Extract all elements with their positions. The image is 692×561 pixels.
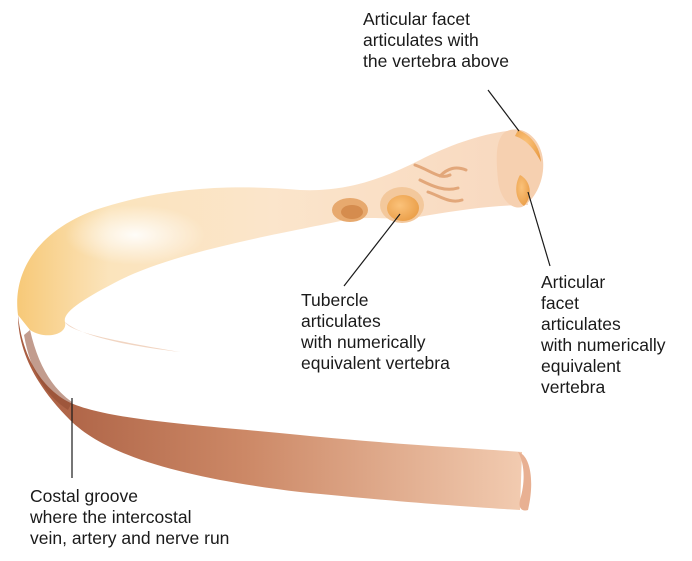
- label-line: facet: [541, 293, 665, 314]
- leader-line-articular-facet-above: [488, 90, 519, 131]
- label-articular-facet-equivalent: Articular facet articulates with numeric…: [541, 272, 665, 398]
- leader-line-articular-facet-equivalent: [528, 192, 550, 266]
- rib-inner-edge: [65, 322, 180, 352]
- label-line: Tubercle: [301, 290, 450, 311]
- label-line: vertebra: [541, 377, 665, 398]
- label-line: Costal groove: [30, 486, 229, 507]
- label-line: Articular facet: [363, 9, 509, 30]
- label-articular-facet-above: Articular facet articulates with the ver…: [363, 9, 509, 72]
- label-tubercle: Tubercle articulates with numerically eq…: [301, 290, 450, 374]
- label-line: articulates with: [363, 30, 509, 51]
- label-costal-groove: Costal groove where the intercostal vein…: [30, 486, 229, 549]
- label-line: with numerically: [301, 332, 450, 353]
- label-line: equivalent: [541, 356, 665, 377]
- label-line: equivalent vertebra: [301, 353, 450, 374]
- rib-bump-shadow: [341, 205, 363, 219]
- tubercle-facet: [387, 195, 419, 221]
- label-line: articulates: [301, 311, 450, 332]
- costal-groove-channel: [24, 330, 72, 410]
- label-line: where the intercostal: [30, 507, 229, 528]
- rib-highlight: [65, 205, 205, 265]
- label-line: vein, artery and nerve run: [30, 528, 229, 549]
- label-line: with numerically: [541, 335, 665, 356]
- label-line: Articular: [541, 272, 665, 293]
- label-line: articulates: [541, 314, 665, 335]
- leader-line-tubercle: [344, 214, 400, 286]
- label-line: the vertebra above: [363, 51, 509, 72]
